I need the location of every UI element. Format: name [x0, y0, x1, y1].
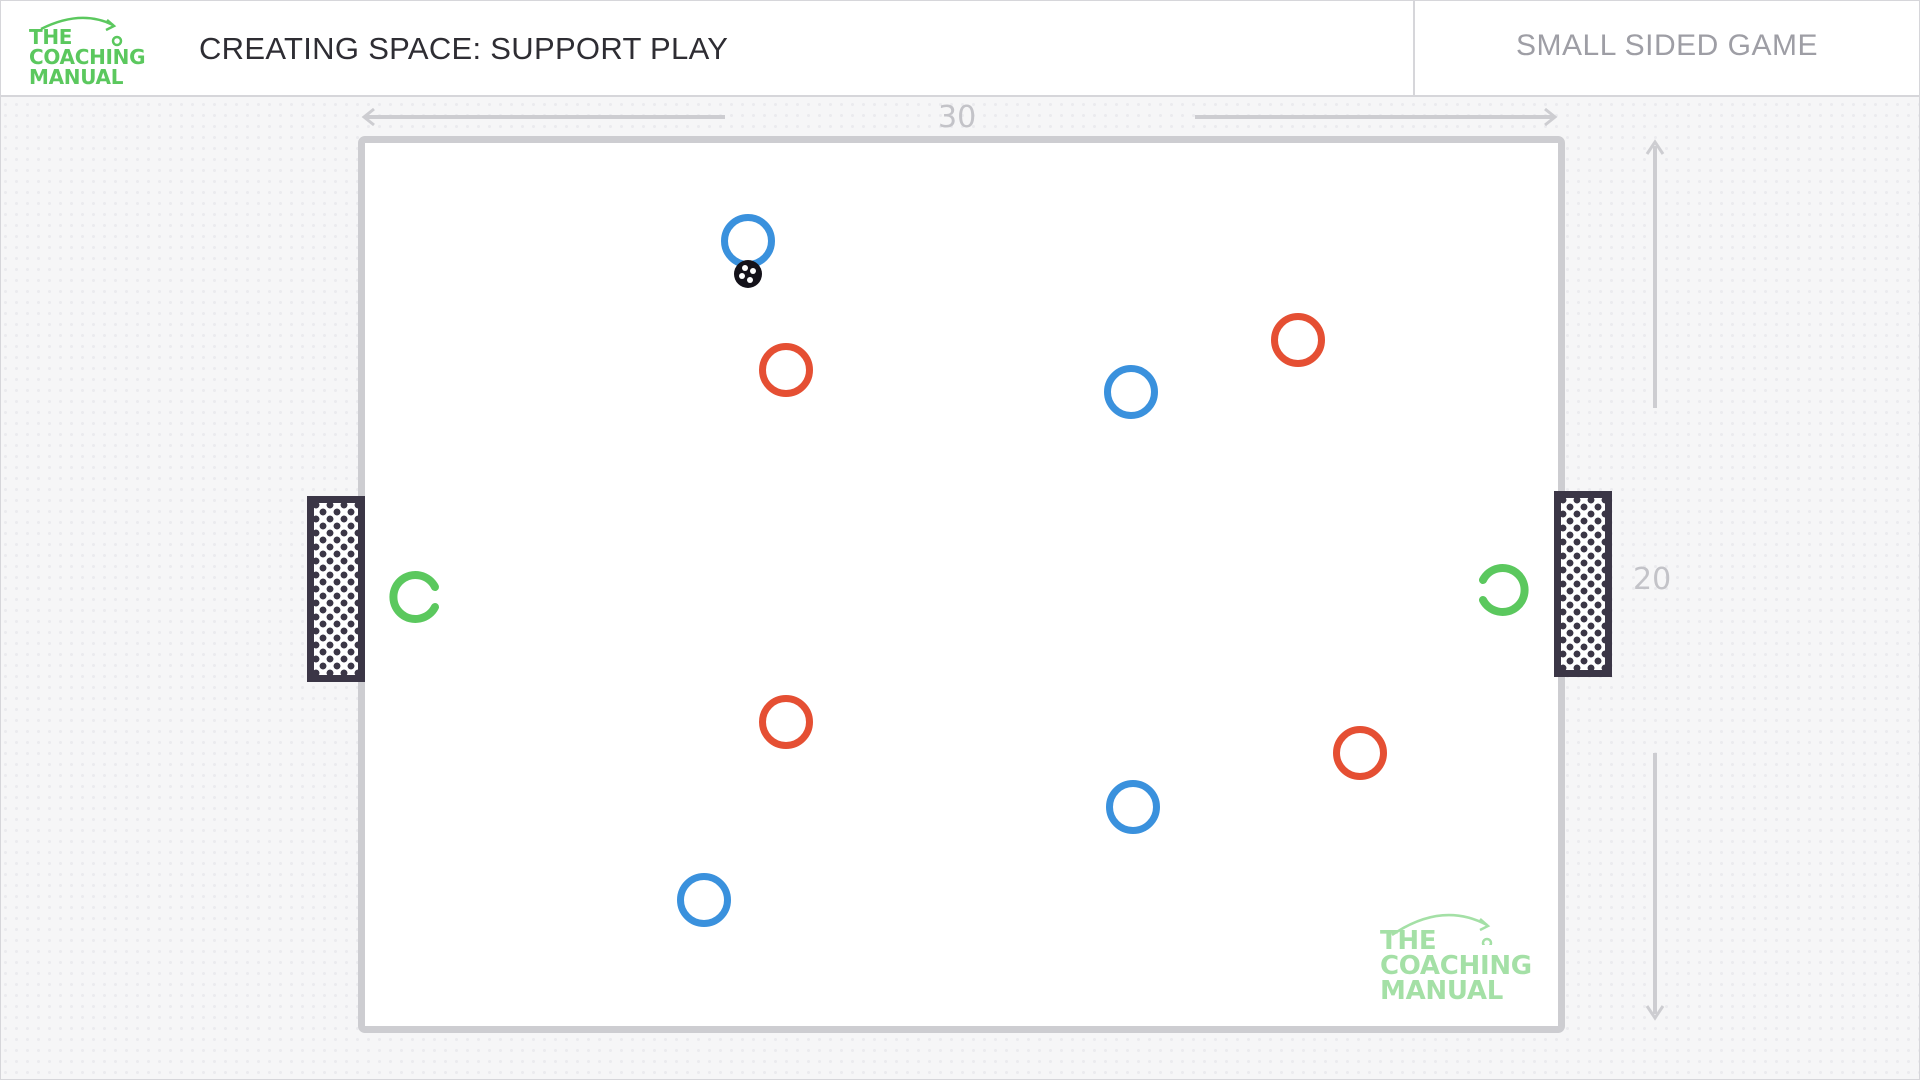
red-player[interactable]	[1271, 313, 1325, 367]
width-label: 30	[938, 100, 977, 135]
logo-arrow-icon	[40, 16, 123, 47]
left-goal	[307, 496, 365, 682]
right-goal	[1554, 491, 1612, 677]
width-dimension-arrow	[361, 107, 1558, 127]
watermark-logo: THE COACHING MANUAL	[1372, 905, 1552, 1005]
blue-player[interactable]	[677, 873, 731, 927]
header-bar: THE COACHING MANUAL CREATING SPACE: SUPP…	[1, 1, 1919, 97]
green-neutral-player-right[interactable]	[1471, 560, 1531, 620]
height-dimension-arrow	[1645, 139, 1665, 1021]
watermark-text: THE COACHING MANUAL	[1380, 926, 1532, 1006]
red-player[interactable]	[759, 343, 813, 397]
red-player[interactable]	[1333, 726, 1387, 780]
logo-text: THE COACHING MANUAL	[29, 25, 146, 89]
green-neutral-player-left[interactable]	[387, 567, 447, 627]
drill-title: CREATING SPACE: SUPPORT PLAY	[199, 31, 729, 66]
blue-player[interactable]	[1106, 780, 1160, 834]
header-divider	[1413, 1, 1415, 95]
red-player[interactable]	[759, 695, 813, 749]
blue-player[interactable]	[1104, 365, 1158, 419]
pitch	[358, 136, 1565, 1033]
ball-icon[interactable]	[733, 259, 763, 289]
coaching-manual-logo: THE COACHING MANUAL	[21, 11, 171, 91]
drill-category: SMALL SIDED GAME	[1516, 29, 1818, 62]
watermark-arrow-icon	[1391, 913, 1493, 945]
height-label: 20	[1633, 562, 1672, 597]
